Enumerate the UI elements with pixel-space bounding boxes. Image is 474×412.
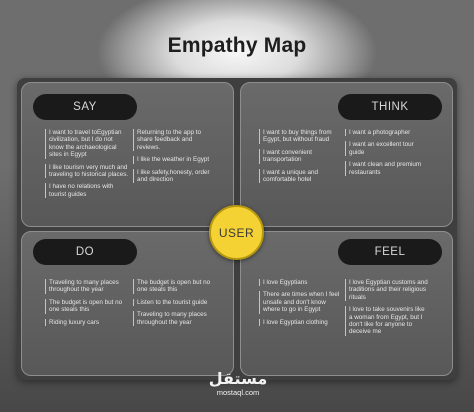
quadrant-say: SAY I want to travel toEgyptian civiliza… — [21, 82, 234, 227]
feel-note: I love Egyptian customs and traditions a… — [345, 279, 429, 302]
think-note: I want clean and premium restaurants — [345, 161, 429, 177]
do-note: The budget is open but no one steals thi… — [133, 279, 217, 294]
think-column-2: I want a photographer I want an excellen… — [345, 129, 429, 181]
quadrant-say-label: SAY — [33, 94, 137, 120]
think-note: I want a unique and comfortable hotel — [259, 168, 343, 184]
quadrant-do: DO Traveling to many places throughout t… — [21, 231, 234, 376]
say-note: Returning to the app to share feedback a… — [133, 129, 217, 152]
do-note: Riding luxury cars — [45, 318, 129, 327]
say-note: I like safety,honesty, order and directi… — [133, 168, 217, 184]
do-column-2: The budget is open but no one steals thi… — [133, 279, 217, 331]
do-note: Listen to the tourist guide — [133, 298, 217, 307]
say-note: I like tourism very much and traveling t… — [45, 163, 129, 179]
feel-note: I love Egyptian clothing — [259, 318, 343, 327]
think-note: I want a photographer — [345, 129, 429, 137]
do-note: The budget is open but no one steals thi… — [45, 298, 129, 314]
say-column-1: I want to travel toEgyptian civilization… — [45, 129, 129, 203]
quadrant-think: THINK I want to buy things from Egypt, b… — [240, 82, 453, 227]
feel-note: I love Egyptians — [259, 279, 343, 287]
think-note: I want to buy things from Egypt, but wit… — [259, 129, 343, 144]
do-note: Traveling to many places throughout the … — [45, 279, 129, 294]
say-note: I have no relations with tourist guides — [45, 183, 129, 199]
quadrant-feel-label: FEEL — [338, 239, 442, 265]
say-column-2: Returning to the app to share feedback a… — [133, 129, 217, 188]
think-note: I want an excellent tour guide — [345, 141, 429, 157]
feel-column-1: I love Egyptians There are times when I … — [259, 279, 343, 331]
think-column-1: I want to buy things from Egypt, but wit… — [259, 129, 343, 188]
feel-column-2: I love Egyptian customs and traditions a… — [345, 279, 429, 341]
feel-note: I love to take souvenirs like a woman fr… — [345, 306, 429, 336]
quadrant-feel: FEEL I love Egyptians There are times wh… — [240, 231, 453, 376]
brand-watermark: مستقل mostaql.com — [207, 371, 269, 397]
quadrant-do-label: DO — [33, 239, 137, 265]
brand-arabic-text: مستقل — [208, 371, 268, 388]
brand-latin-text: mostaql.com — [216, 388, 260, 397]
quadrant-think-label: THINK — [338, 94, 442, 120]
say-note: I want to travel toEgyptian civilization… — [45, 129, 129, 159]
do-column-1: Traveling to many places throughout the … — [45, 279, 129, 331]
feel-note: There are times when I feel unsafe and d… — [259, 291, 343, 314]
do-note: Traveling to many places throughout the … — [133, 311, 217, 327]
say-note: I like the weather in Egypt — [133, 156, 217, 164]
think-note: I want convenient transportation — [259, 148, 343, 164]
page-title: Empathy Map — [167, 34, 307, 57]
user-center-circle: USER — [209, 205, 264, 260]
